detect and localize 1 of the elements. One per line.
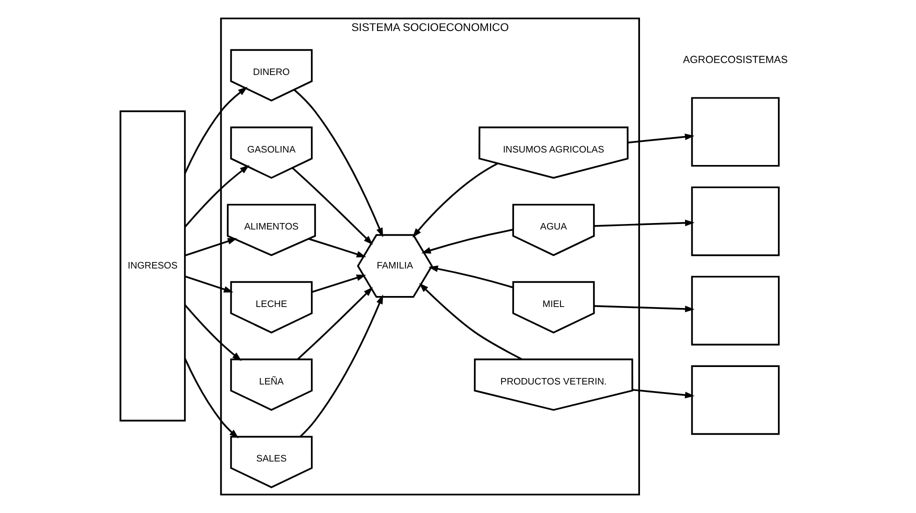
label: AGROECOSISTEMAS xyxy=(683,55,788,66)
